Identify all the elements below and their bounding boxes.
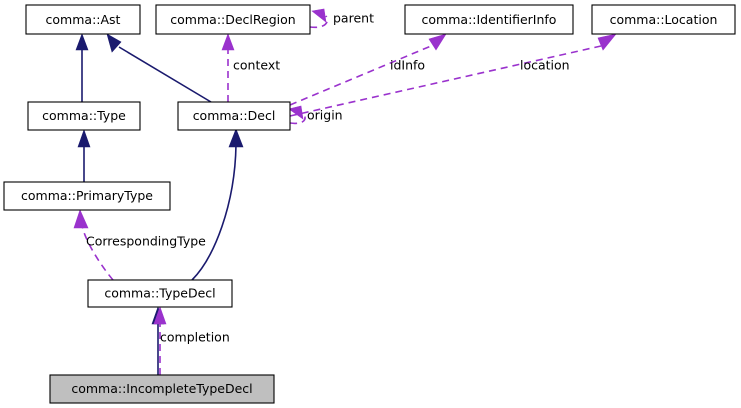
edge-decl-inherits-ast xyxy=(106,33,212,103)
node-comma-type[interactable]: comma::Type xyxy=(27,101,141,131)
node-comma-location[interactable]: comma::Location xyxy=(591,4,736,35)
edge-decl-location-location xyxy=(289,33,617,117)
node-label-comma-location: comma::Location xyxy=(610,12,718,27)
edge-incomplete-completion-typedecl xyxy=(153,306,167,375)
edge-label-context: context xyxy=(233,58,280,73)
node-label-comma-typedecl: comma::TypeDecl xyxy=(104,286,215,301)
node-comma-incompletetypedecl[interactable]: comma::IncompleteTypeDecl xyxy=(49,374,275,404)
edge-label-parent: parent xyxy=(333,11,374,26)
node-layer: comma::Ast comma::DeclRegion comma::Iden… xyxy=(3,4,736,404)
node-comma-primarytype[interactable]: comma::PrimaryType xyxy=(3,181,171,211)
edge-decl-idinfo-identifierinfo xyxy=(289,33,447,106)
edge-declregion-parent-self xyxy=(309,8,329,29)
node-comma-declregion[interactable]: comma::DeclRegion xyxy=(155,4,311,35)
node-label-comma-incompletetypedecl: comma::IncompleteTypeDecl xyxy=(71,381,252,396)
edge-primarytype-inherits-type xyxy=(77,129,91,182)
node-comma-typedecl[interactable]: comma::TypeDecl xyxy=(87,279,233,308)
edge-label-layer: parent context idInfo location origin Co… xyxy=(86,11,570,345)
edge-decl-context-declregion xyxy=(221,33,235,102)
node-label-comma-declregion: comma::DeclRegion xyxy=(170,12,295,27)
node-comma-identifierinfo[interactable]: comma::IdentifierInfo xyxy=(404,4,574,35)
edge-label-correspondingtype: CorrespondingType xyxy=(86,234,206,249)
node-comma-decl[interactable]: comma::Decl xyxy=(177,101,291,131)
edge-label-origin: origin xyxy=(307,108,343,123)
edge-typedecl-inherits-decl xyxy=(191,128,244,281)
edge-decl-origin-self xyxy=(288,105,306,125)
edge-typedecl-correspondingtype-primarytype xyxy=(73,209,114,281)
node-label-comma-decl: comma::Decl xyxy=(193,108,276,123)
edge-label-idinfo: idInfo xyxy=(390,58,425,73)
node-label-comma-primarytype: comma::PrimaryType xyxy=(21,188,153,203)
edge-label-location: location xyxy=(520,58,570,73)
node-label-comma-ast: comma::Ast xyxy=(46,12,121,27)
node-label-comma-identifierinfo: comma::IdentifierInfo xyxy=(422,12,557,27)
edge-type-inherits-ast xyxy=(75,33,89,102)
edge-layer xyxy=(73,8,617,375)
node-label-comma-type: comma::Type xyxy=(42,108,126,123)
node-comma-ast[interactable]: comma::Ast xyxy=(25,4,141,35)
edge-label-completion: completion xyxy=(160,330,230,345)
